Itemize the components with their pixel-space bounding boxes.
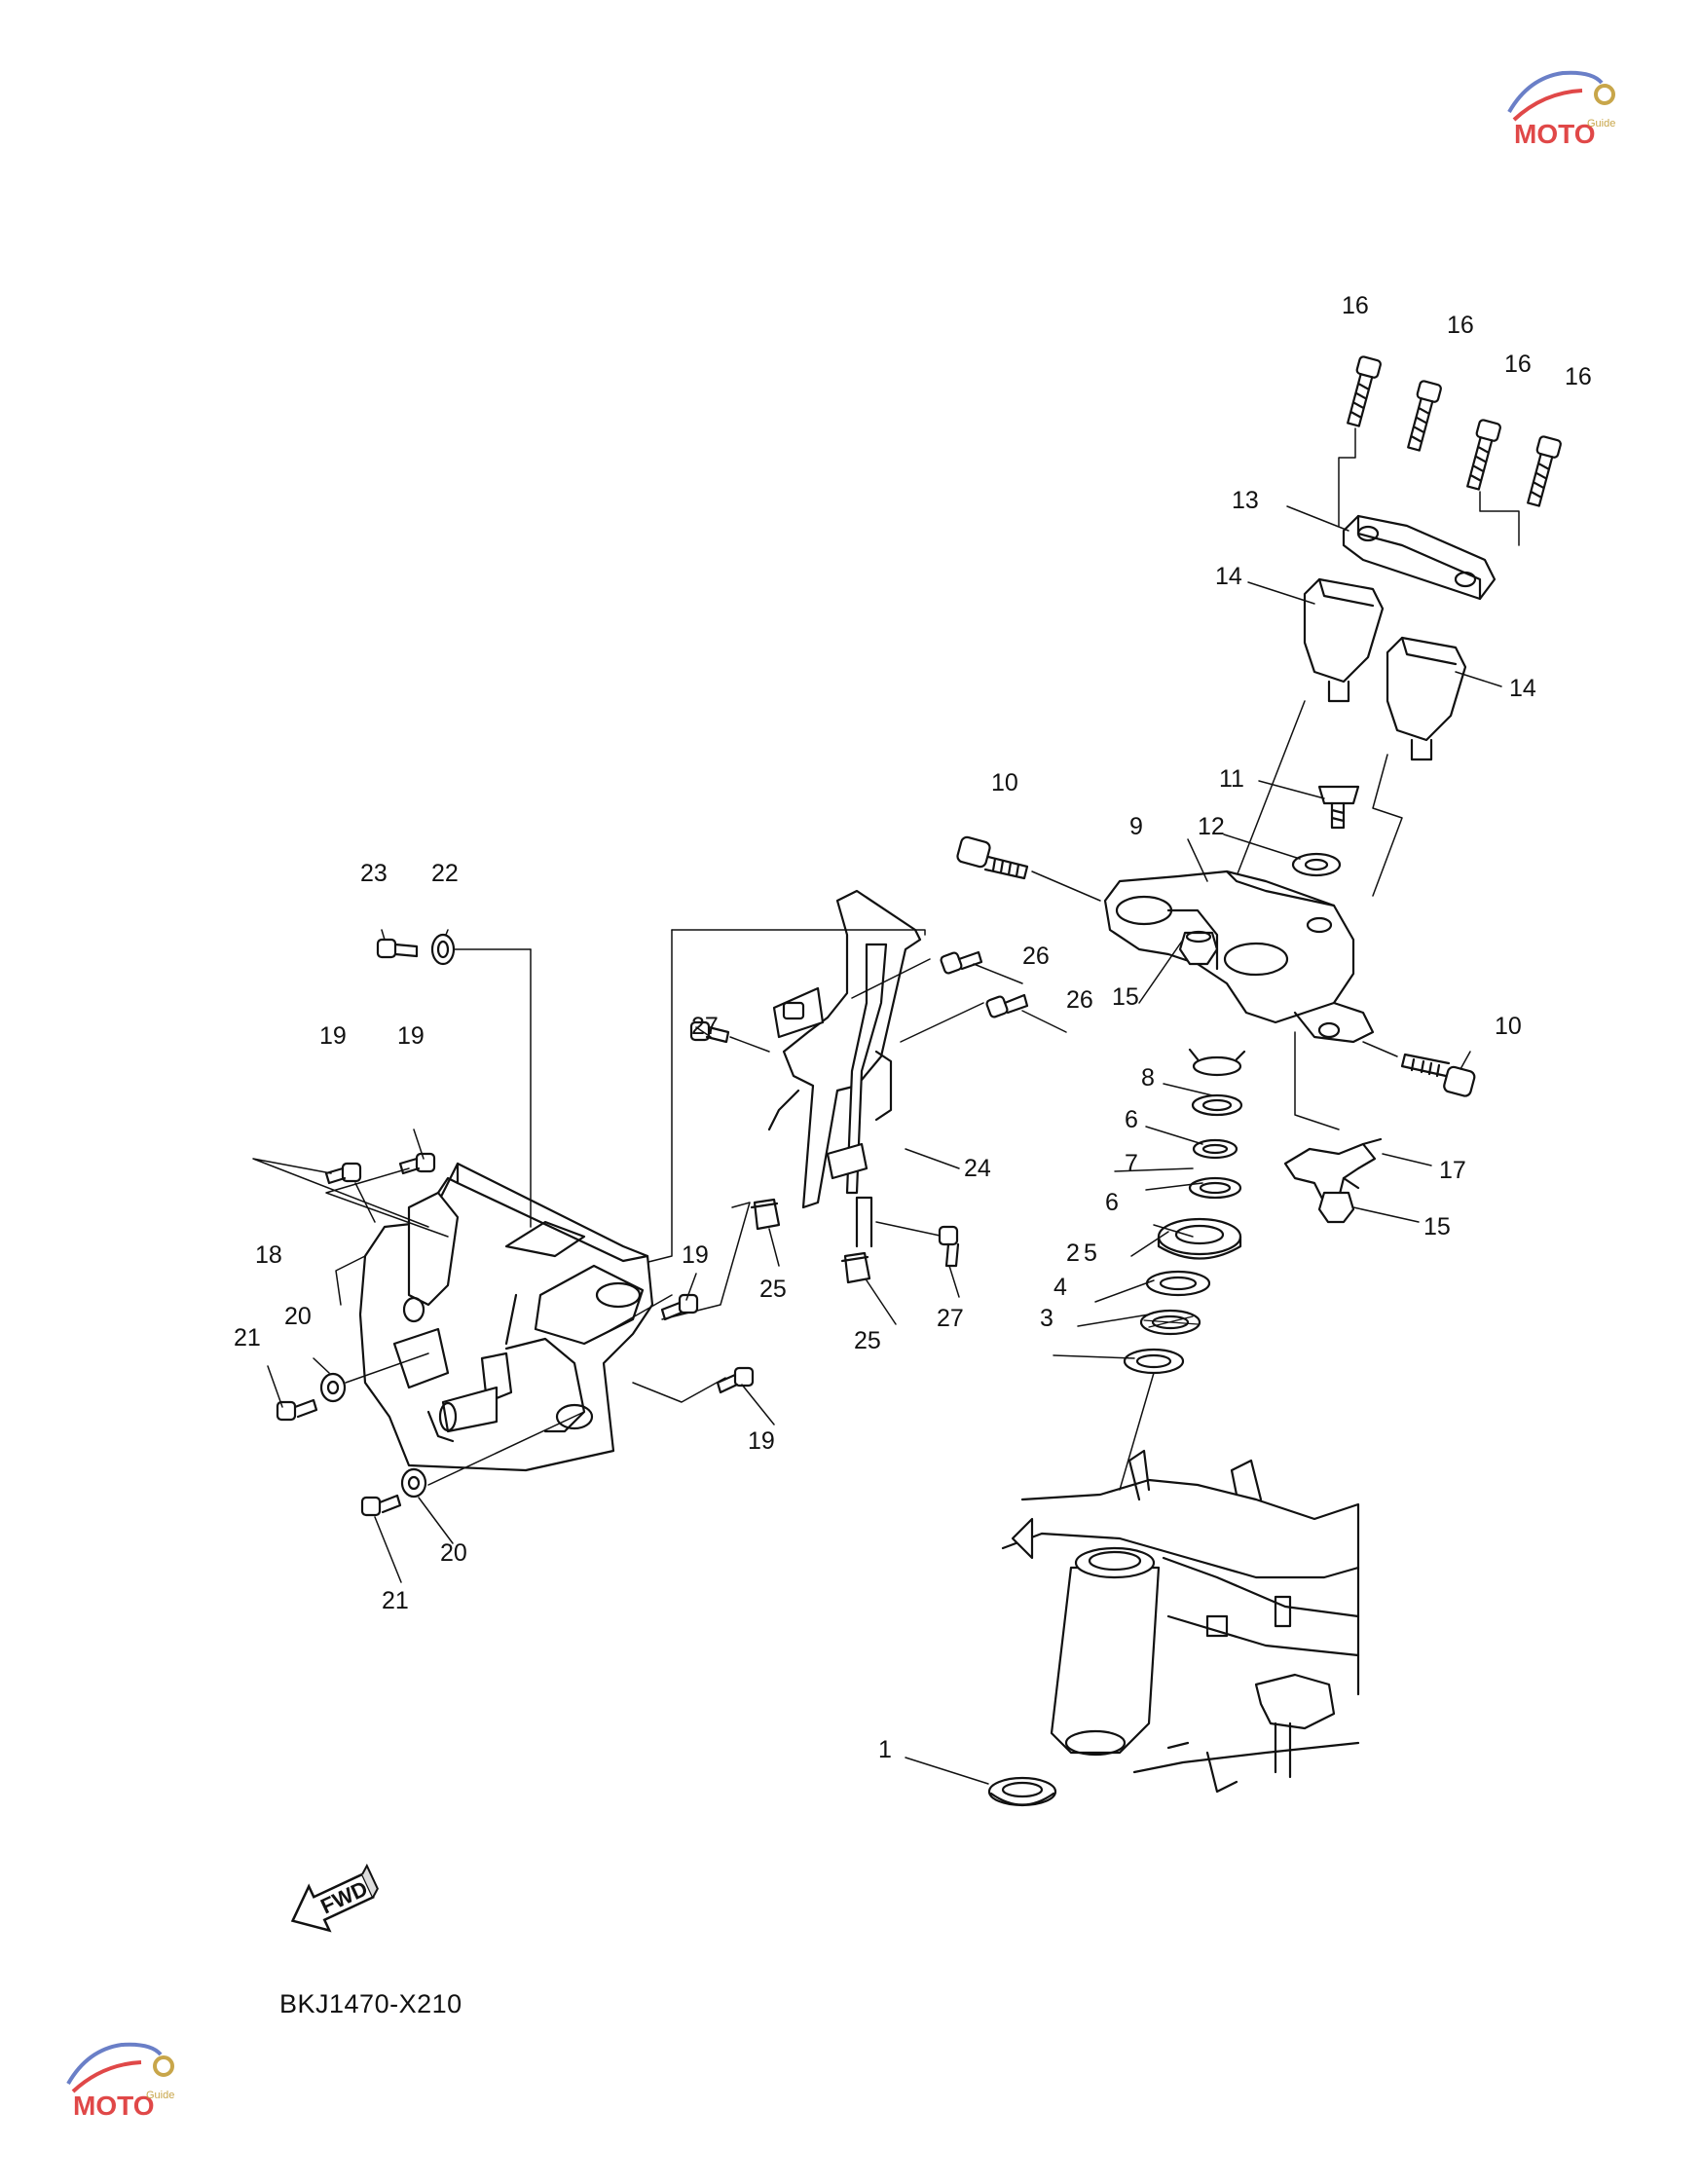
- callout-label: 19: [748, 1427, 775, 1455]
- bracket-bolt-19-d: [716, 1366, 755, 1394]
- callout-label: 4: [1053, 1274, 1067, 1301]
- watermark-subtext: Guide: [1587, 118, 1615, 130]
- diagram-code: BKJ1470-X210: [279, 1989, 462, 2018]
- damper-25-left: [750, 1198, 781, 1231]
- bolt-21-upper: [276, 1398, 318, 1422]
- callout-label: 14: [1215, 563, 1242, 590]
- callout-label: 17: [1439, 1157, 1466, 1184]
- footrest-bracket: [358, 1162, 654, 1472]
- lower-handlebar-holder-left: [1303, 577, 1385, 703]
- callout-label: 12: [1198, 813, 1225, 840]
- callout-label: 19: [319, 1022, 347, 1050]
- callout-label: 16: [1565, 363, 1592, 390]
- callout-label: 16: [1447, 312, 1474, 339]
- callout-label: 20: [440, 1539, 467, 1567]
- callout-label: 16: [1342, 292, 1369, 319]
- frame-steering-head: [1001, 1449, 1360, 1794]
- steering-stem-bolt: [1317, 785, 1360, 830]
- callout-label: 10: [1495, 1013, 1522, 1040]
- callout-label: 2: [1066, 1240, 1080, 1267]
- flange-nut-lower: [1317, 1191, 1355, 1224]
- watermark-text: MOTO: [1514, 119, 1595, 149]
- lower-bearing: [987, 1776, 1057, 1807]
- callout-label: 26: [1066, 986, 1093, 1014]
- callout-label: 27: [937, 1305, 964, 1332]
- car-gear-logo-icon: MOTO Guide: [66, 2042, 174, 2121]
- callout-label: 25: [854, 1327, 881, 1354]
- callout-label: 25: [759, 1276, 787, 1303]
- upper-bracket: [1103, 870, 1375, 1044]
- flange-nut-upper: [1178, 930, 1219, 966]
- bolt-23: [376, 938, 419, 959]
- callout-label: 24: [964, 1155, 991, 1182]
- damper-25-right: [840, 1251, 871, 1284]
- pinch-bolt-left: [956, 835, 1029, 880]
- callout-label: 9: [1129, 813, 1143, 840]
- cable-guide-bracket: [1283, 1137, 1383, 1204]
- callout-label: 26: [1022, 943, 1050, 970]
- watermark-subtext: Guide: [146, 2090, 174, 2101]
- callout-label: 19: [682, 1241, 709, 1269]
- callout-label: 23: [360, 860, 388, 887]
- lock-washer: [1188, 1048, 1246, 1077]
- callout-label: 6: [1105, 1189, 1119, 1216]
- bracket-bolt-27-lower: [938, 1225, 960, 1268]
- callout-label: 8: [1141, 1064, 1155, 1092]
- callout-leaders: [267, 505, 1502, 1785]
- bearing-cover: [1157, 1217, 1242, 1260]
- callout-label: 15: [1423, 1213, 1451, 1240]
- callout-label: 21: [234, 1324, 261, 1351]
- callout-label: 27: [691, 1013, 719, 1040]
- callout-label: 21: [382, 1587, 409, 1614]
- handlebar-bolts: [1347, 355, 1562, 507]
- stem-washer: [1291, 852, 1342, 877]
- callout-numbers: 16 16 16 16 13 14 14 10 11 9 12 23 22 26…: [234, 292, 1592, 1763]
- car-gear-logo-icon: MOTO Guide: [1507, 70, 1615, 149]
- callout-label: 13: [1232, 487, 1259, 514]
- bracket-bolt-26-lower: [985, 993, 1029, 1018]
- callout-label: 7: [1125, 1150, 1138, 1177]
- washer-20-lower: [400, 1467, 427, 1499]
- ball-bearing-upper: [1139, 1309, 1201, 1336]
- bearing-race-upper: [1145, 1270, 1211, 1297]
- rubber-washer-lower: [1188, 1176, 1242, 1200]
- collar-22: [430, 933, 456, 966]
- callout-label: 19: [397, 1022, 425, 1050]
- bolt-21-lower: [360, 1494, 402, 1517]
- washer-20-upper: [319, 1372, 347, 1403]
- callout-label: 14: [1509, 675, 1536, 702]
- fwd-arrow-icon: FWD: [290, 1863, 379, 1933]
- watermark-text: MOTO: [73, 2091, 154, 2121]
- callout-label: 10: [991, 769, 1018, 796]
- rubber-washer-upper: [1191, 1093, 1243, 1117]
- callout-label: 18: [255, 1241, 282, 1269]
- bearing-race-lower: [1123, 1348, 1185, 1375]
- callout-label: 1: [878, 1736, 892, 1763]
- callout-label: 11: [1219, 765, 1244, 793]
- bracket-bolt-19-b: [398, 1152, 436, 1175]
- meter-bracket: [767, 889, 922, 1248]
- watermark-logo: MOTO Guide: [49, 2025, 195, 2128]
- callout-label: 3: [1040, 1305, 1053, 1332]
- callout-label: 5: [1084, 1240, 1097, 1267]
- bracket-bolt-19-c: [660, 1293, 699, 1321]
- watermark-logo: MOTO Guide: [1490, 54, 1636, 156]
- pinch-bolt-right: [1400, 1053, 1476, 1097]
- callout-label: 6: [1125, 1106, 1138, 1133]
- bracket-bolt-26-upper: [940, 950, 983, 975]
- callout-label: 16: [1504, 351, 1532, 378]
- callout-label: 22: [431, 860, 459, 887]
- bracket-bolt-19-a: [324, 1162, 362, 1185]
- ring-nut-upper: [1192, 1138, 1238, 1160]
- callout-label: 20: [284, 1303, 312, 1330]
- upper-handlebar-holder: [1342, 514, 1497, 601]
- callout-label: 15: [1112, 983, 1139, 1011]
- lower-handlebar-holder-right: [1386, 636, 1467, 761]
